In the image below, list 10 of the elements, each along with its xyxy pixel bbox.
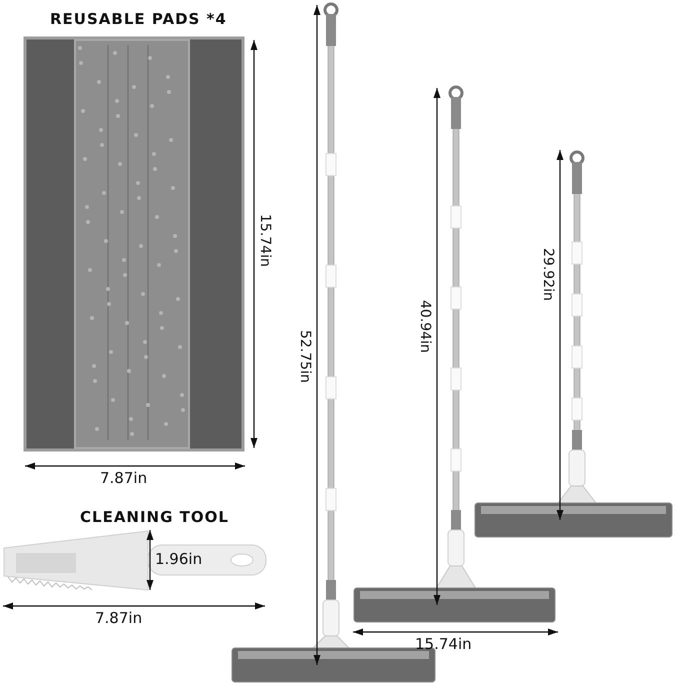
dimension-label: 7.87in (95, 611, 142, 626)
dimension-label: 15.74in (415, 637, 472, 652)
dimension-label: 29.92in (541, 248, 555, 301)
section-heading: CLEANING TOOL (80, 510, 229, 525)
dimension-label: 7.87in (100, 471, 148, 486)
dimension-label: 52.75in (298, 330, 312, 383)
dimension-label: 40.94in (418, 300, 432, 353)
section-heading: REUSABLE PADS *4 (50, 12, 227, 27)
dimension-label: 15.74in (258, 214, 272, 267)
dimension-label: 1.96in (155, 552, 202, 567)
